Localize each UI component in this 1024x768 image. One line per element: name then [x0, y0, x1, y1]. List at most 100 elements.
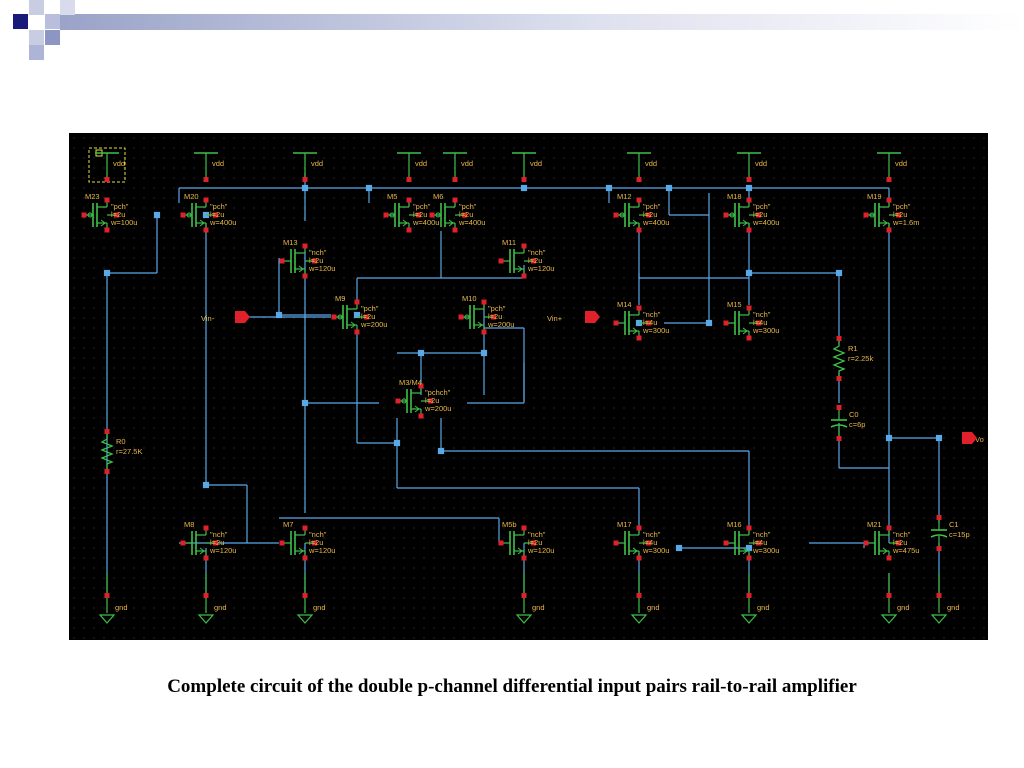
resistor: R0r=27.5K [100, 429, 142, 474]
transistor-pin [302, 525, 308, 531]
transistor-pin [203, 555, 209, 561]
transistor-width: w=475u [892, 546, 919, 555]
transistor: M19"pch"l=2uw=1.6m [863, 192, 919, 233]
transistor-pin [452, 197, 458, 203]
transistor-pin [203, 227, 209, 233]
transistor-pin [746, 197, 752, 203]
transistor-pin [481, 299, 487, 305]
capacitor-pin [836, 405, 842, 410]
transistor-model: "nch" [893, 530, 911, 539]
transistor-pin [104, 227, 110, 233]
wire-junction [480, 349, 488, 357]
transistor-arrow [742, 327, 748, 335]
transistor-width: w=1.6m [892, 218, 919, 227]
header-square-light [29, 0, 44, 15]
vout-label: Vo [975, 435, 984, 444]
transistor-model: "pch" [413, 202, 431, 211]
transistor: M6"pch"l=2uw=400u [429, 192, 485, 233]
transistor-id: M10 [462, 294, 477, 303]
ground-icon [930, 614, 948, 624]
transistor-model: "nch" [309, 248, 327, 257]
resistor-id: R0 [116, 437, 126, 446]
transistor: M12"pch"l=2uw=400u [613, 192, 669, 233]
transistor-pin [896, 212, 901, 218]
transistor-width: w=120u [209, 546, 236, 555]
transistor: M5"pch"l=2uw=400u [383, 192, 439, 233]
transistor-pin [81, 212, 87, 218]
transistor-arrow [414, 405, 420, 413]
transistor-arrow [882, 219, 888, 227]
transistor-width: w=400u [752, 218, 779, 227]
transistor-arrow [632, 547, 638, 555]
transistor-pin [104, 197, 110, 203]
transistor-width: w=120u [308, 546, 335, 555]
transistor-length: l=2u [643, 210, 657, 219]
transistor-arrow [517, 547, 523, 555]
transistor-pin [406, 227, 412, 233]
transistor-pin [886, 197, 892, 203]
resistor-pin [104, 469, 110, 474]
vdd-pin [452, 177, 458, 182]
ground-icon [740, 614, 758, 624]
transistor: M9"pch"l=2uw=200u [331, 294, 387, 335]
capacitor-id: C0 [849, 410, 859, 419]
transistor-model: "pch" [753, 202, 771, 211]
transistor-length: l=2u [210, 210, 224, 219]
vdd-label: vdd [113, 159, 125, 168]
schematic-grid [69, 133, 988, 640]
transistor-pin [498, 258, 504, 264]
vdd-label: vdd [461, 159, 473, 168]
transistor-arrow [448, 219, 454, 227]
transistor-id: M20 [184, 192, 199, 201]
transistor-id: M13 [283, 238, 298, 247]
transistor-arrow [882, 547, 888, 555]
wire-junction [153, 211, 161, 219]
transistor-pin [646, 212, 651, 218]
wire-junction [417, 349, 425, 357]
transistor-length: l=2u [413, 210, 427, 219]
transistor-id: M15 [727, 300, 742, 309]
header-square-light [45, 14, 60, 29]
transistor: M10"pch"l=2uw=200u [458, 294, 514, 335]
header-square-mid [45, 30, 60, 45]
transistor-width: w=300u [752, 326, 779, 335]
transistor-arrow [477, 321, 483, 329]
wire-junction [665, 184, 673, 192]
vout-port [962, 432, 977, 444]
transistor-width: w=400u [412, 218, 439, 227]
transistor-pin [746, 227, 752, 233]
transistor-pin [521, 555, 527, 561]
vin-plus-port [585, 311, 600, 323]
wire-junction [393, 439, 401, 447]
transistor-pin [429, 212, 435, 218]
transistor-pin [896, 540, 901, 546]
device-layer: M23"pch"l=2uw=100uM20"pch"l=2uw=400uM5"p… [81, 192, 919, 561]
vdd-label: vdd [530, 159, 542, 168]
wire-junction [745, 544, 753, 552]
ground-icon [197, 614, 215, 624]
transistor-model: "pch" [210, 202, 228, 211]
capacitor: C1c=15p [930, 515, 970, 551]
transistor-width: w=200u [360, 320, 387, 329]
transistor-pin [886, 555, 892, 561]
transistor-pin [416, 212, 421, 218]
transistor-id: M8 [184, 520, 194, 529]
vdd-pin [521, 177, 527, 182]
transistor-length: l=2u [210, 538, 224, 547]
ground-icon [630, 614, 648, 624]
ground-icon [515, 614, 533, 624]
transistor-model: "nch" [753, 530, 771, 539]
transistor-width: w=200u [487, 320, 514, 329]
transistor-pin [746, 335, 752, 341]
transistor-pin [521, 243, 527, 249]
header-square-mid [29, 45, 44, 60]
transistor-id: M9 [335, 294, 345, 303]
transistor-model: "pch" [893, 202, 911, 211]
transistor-pin [302, 243, 308, 249]
gnd-pin [203, 593, 209, 598]
transistor-bubble [869, 212, 875, 218]
transistor-id: M11 [502, 238, 516, 247]
wire-junction [520, 184, 528, 192]
